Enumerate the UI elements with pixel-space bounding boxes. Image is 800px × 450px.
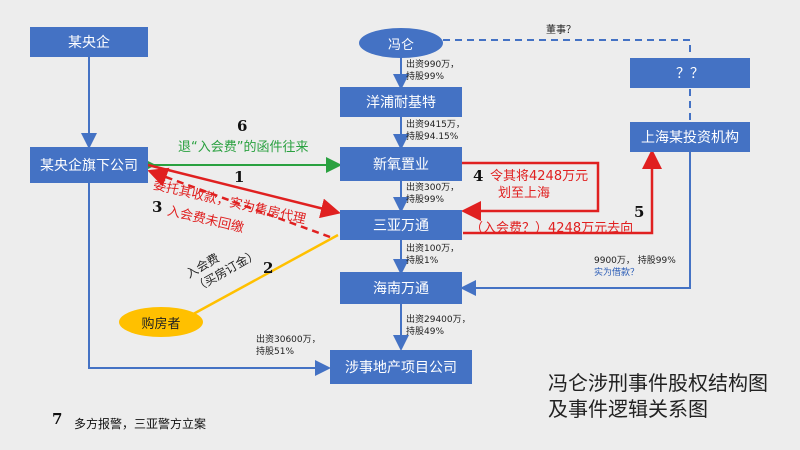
label-director: 董事？ bbox=[546, 25, 576, 36]
event-4-text: 令其将4248万元 划至上海 bbox=[490, 168, 588, 202]
label-yangpu-xinyang: 出资9415万，持股94.15% bbox=[406, 120, 465, 142]
label-soe-project: 出资30600万，持股51% bbox=[256, 335, 321, 357]
event-4-line1: 令其将4248万元 bbox=[490, 169, 589, 184]
node-project-co[interactable]: 涉事地产项目公司 bbox=[330, 350, 472, 384]
node-fenglun[interactable]: 冯仑 bbox=[359, 28, 443, 58]
node-hainan[interactable]: 海南万通 bbox=[340, 272, 462, 304]
event-4-line2: 划至上海 bbox=[498, 186, 551, 201]
label-shanghai-hainan: 9900万， 持股99%实为借款？ bbox=[594, 256, 676, 278]
edge-3-red-dashed bbox=[147, 167, 331, 239]
diagram-title-line2: 及事件逻辑关系图 bbox=[548, 397, 708, 421]
node-central-soe[interactable]: 某央企 bbox=[30, 27, 148, 57]
label-xinyang-sanya: 出资300万，持股99% bbox=[406, 183, 460, 205]
node-sanya[interactable]: 三亚万通 bbox=[340, 210, 462, 240]
label-hainan-project: 出资29400万，持股49% bbox=[406, 315, 471, 337]
node-shanghai-inv[interactable]: 上海某投资机构 bbox=[630, 122, 750, 152]
node-yangpu[interactable]: 洋浦耐基特 bbox=[340, 87, 462, 117]
node-xinyang[interactable]: 新氧置业 bbox=[340, 147, 462, 181]
event-7-number: 7 bbox=[52, 410, 63, 428]
event-3-number: 3 bbox=[152, 198, 163, 216]
edge-director bbox=[443, 39, 691, 57]
edge-5-red bbox=[463, 149, 662, 235]
event-5-number: 5 bbox=[634, 203, 645, 221]
edge-4-red bbox=[461, 161, 600, 221]
label-fenglun-yangpu: 出资990万，持股99% bbox=[406, 60, 460, 82]
edge-soe-project bbox=[88, 183, 331, 376]
edge-shanghai-hainan bbox=[460, 152, 691, 296]
event-1-number: 1 bbox=[234, 168, 245, 186]
event-6-text: 退“入会费”的函件往来 bbox=[178, 140, 309, 155]
label-sanya-hainan: 出资100万，持股1% bbox=[406, 244, 460, 266]
edge-1-red bbox=[147, 163, 341, 219]
event-5-text: （入会费？）4248万元去向 bbox=[470, 221, 634, 236]
event-7-text: 多方报警，三亚警方立案 bbox=[74, 417, 207, 431]
event-2-number: 2 bbox=[263, 259, 274, 277]
event-6-number: 6 bbox=[237, 117, 248, 135]
diagram-title: 冯仑涉刑事件股权结构图 及事件逻辑关系图 bbox=[548, 370, 768, 422]
edge-2-yellow bbox=[185, 233, 339, 320]
diagram-title-line1: 冯仑涉刑事件股权结构图 bbox=[548, 371, 768, 395]
node-buyer[interactable]: 购房者 bbox=[119, 307, 203, 337]
event-4-number: 4 bbox=[473, 167, 484, 185]
node-soe-sub[interactable]: 某央企旗下公司 bbox=[30, 147, 148, 183]
node-unknown[interactable]: ？？ bbox=[630, 58, 750, 88]
